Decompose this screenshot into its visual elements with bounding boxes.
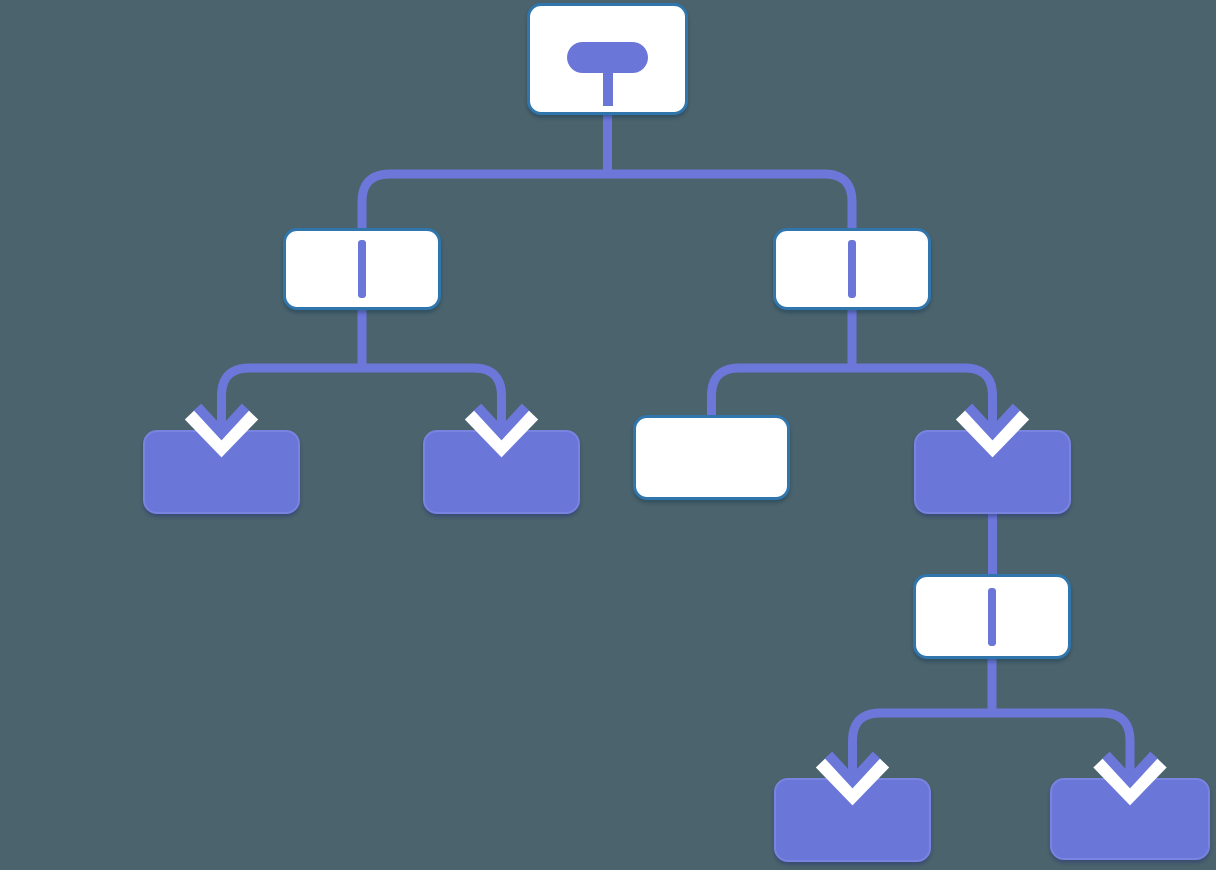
- connector-branch-path: [848, 708, 1135, 782]
- arrow-head-icon: [193, 403, 250, 441]
- leaf-node-2: [423, 430, 580, 514]
- flow-bar-icon: [358, 240, 366, 298]
- connector-branch-path: [707, 363, 997, 434]
- leaf-node-1: [143, 430, 300, 514]
- connector-branch-path: [217, 363, 506, 434]
- arrow-chevron-highlight-icon: [955, 410, 1030, 458]
- root-pill-icon: [567, 42, 648, 73]
- root-pill-stem-icon: [602, 73, 613, 106]
- arrow-chevron-highlight-icon: [1093, 758, 1167, 806]
- leaf-node-3: [914, 430, 1071, 514]
- child-node-plain: [633, 415, 790, 500]
- arrow-head-icon: [964, 403, 1021, 441]
- root-node: [527, 3, 688, 115]
- arrow-head-icon: [473, 403, 530, 441]
- arrow-head-icon: [824, 751, 881, 789]
- arrow-chevron-highlight-icon: [464, 410, 539, 458]
- arrow-chevron-highlight-icon: [184, 410, 259, 458]
- branch-node-right: [773, 228, 931, 310]
- branch-node-left: [283, 228, 441, 310]
- leaf-node-4: [774, 778, 931, 862]
- connector-branch-path: [357, 169, 857, 230]
- flow-bar-icon: [848, 240, 856, 298]
- leaf-node-5: [1050, 778, 1210, 860]
- arrow-chevron-highlight-icon: [815, 758, 890, 806]
- arrow-head-icon: [1102, 751, 1158, 789]
- branch-node-lower: [913, 574, 1071, 659]
- flow-bar-icon: [988, 587, 996, 646]
